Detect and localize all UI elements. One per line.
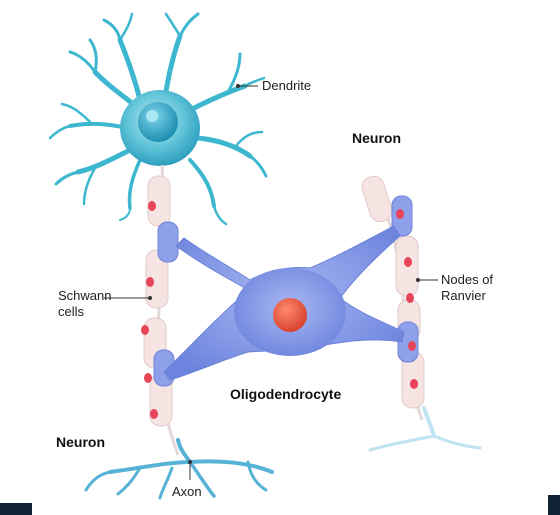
label-oligodendrocyte: Oligodendrocyte bbox=[230, 386, 341, 402]
label-axon: Axon bbox=[172, 484, 202, 499]
neuron-nucleus bbox=[138, 102, 178, 142]
label-nodes-of-ranvier: Nodes of Ranvier bbox=[441, 272, 497, 303]
frame-left-edge bbox=[0, 0, 10, 515]
label-neuron-top: Neuron bbox=[352, 130, 401, 146]
label-neuron-bottom: Neuron bbox=[56, 434, 105, 450]
label-dendrite: Dendrite bbox=[262, 78, 311, 93]
nucleus-highlight bbox=[146, 110, 158, 122]
oligodendrocyte-nucleus bbox=[273, 298, 307, 332]
label-nodes-line1: Nodes of bbox=[441, 272, 493, 287]
frame-bottom-bar-right bbox=[548, 495, 560, 515]
frame-bottom-bar-left bbox=[0, 503, 32, 515]
label-schwann-line1: Schwann bbox=[58, 288, 111, 303]
right-axon-terminal bbox=[370, 408, 480, 450]
label-schwann-line2: cells bbox=[58, 304, 85, 319]
label-nodes-line2: Ranvier bbox=[441, 288, 486, 303]
label-schwann-cells: Schwann cells bbox=[58, 288, 115, 319]
oligodendrocyte-cell bbox=[164, 226, 404, 380]
